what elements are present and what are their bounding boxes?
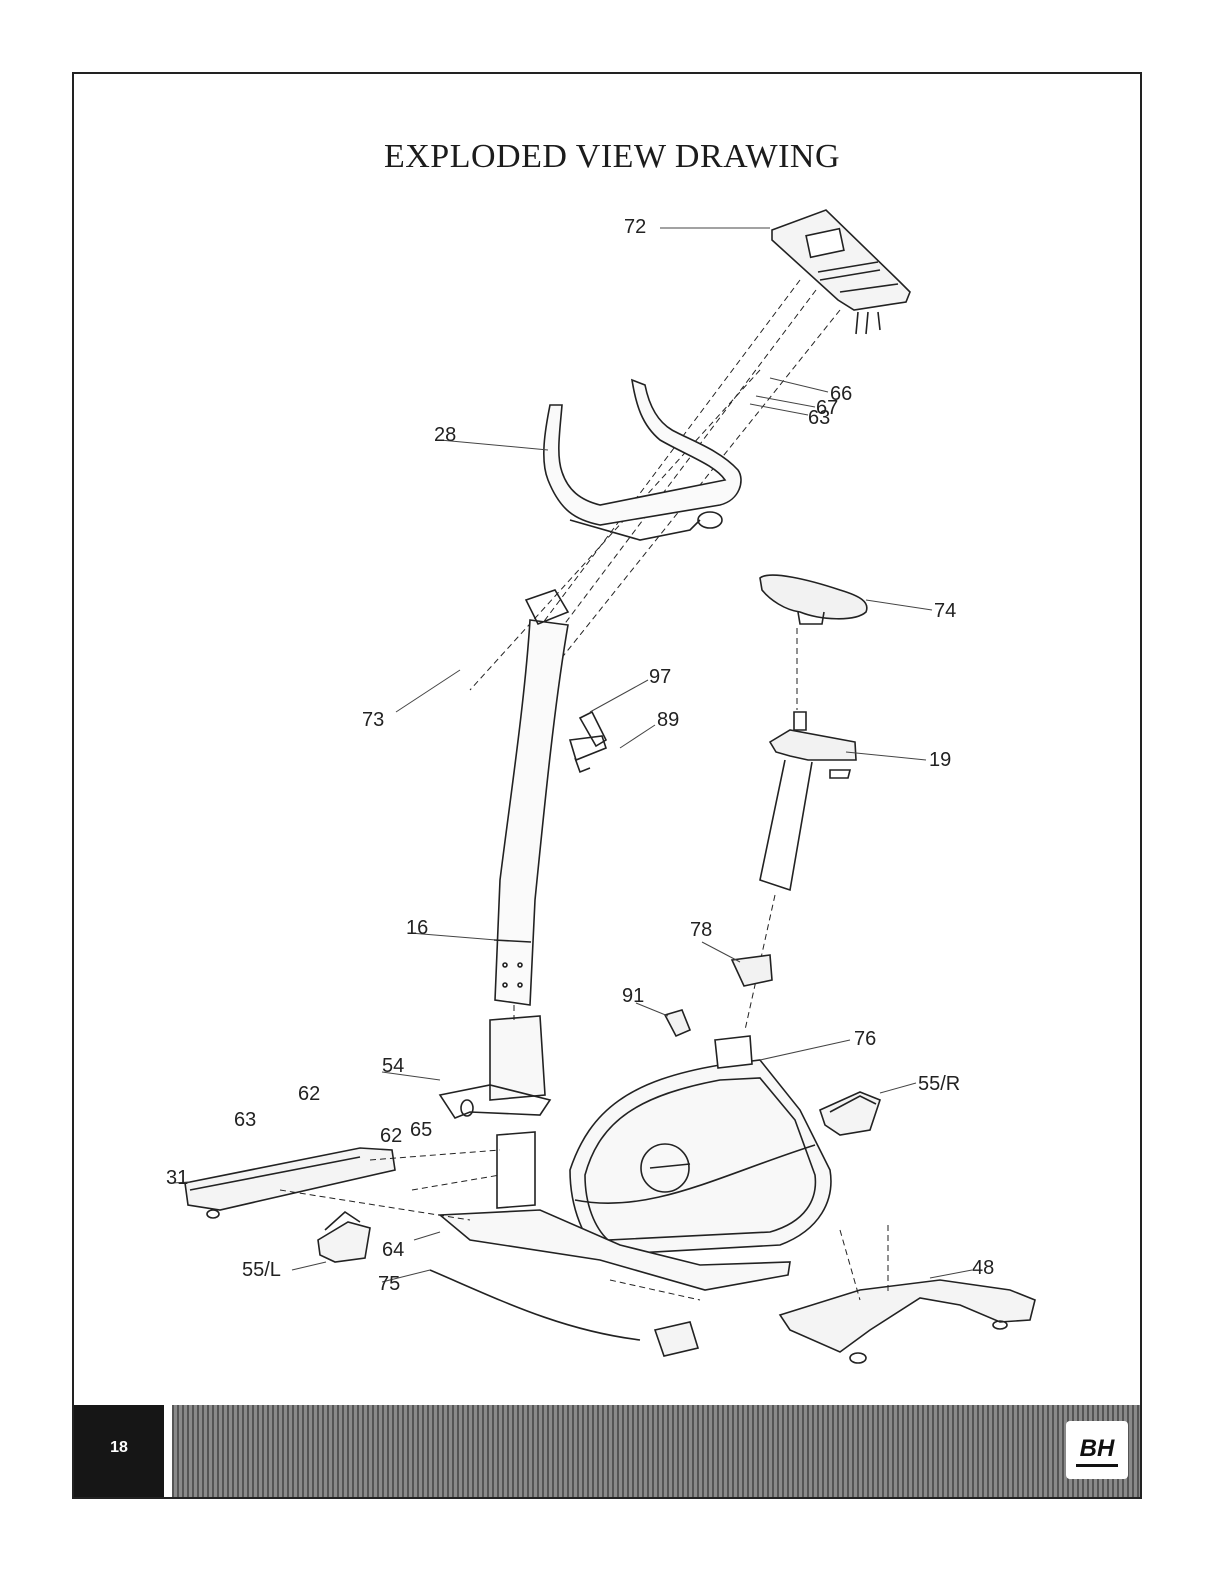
label-72: 72 [624, 216, 646, 238]
pedal-right [820, 1092, 880, 1135]
brand-logo-underline [1076, 1464, 1118, 1467]
page-number: 18 [74, 1439, 164, 1457]
bushing [732, 955, 772, 986]
bracket [570, 712, 606, 772]
label-97: 97 [649, 666, 671, 688]
main-frame [570, 1036, 831, 1255]
pedal-left [318, 1212, 370, 1262]
page-footer: 18 BH [74, 1405, 1140, 1497]
leader-48 [930, 1270, 972, 1278]
page-number-box: 18 [74, 1405, 164, 1497]
seat [760, 575, 867, 624]
label-63-bottom: 63 [234, 1109, 256, 1131]
leader-89 [620, 725, 655, 748]
label-62-left: 62 [298, 1083, 320, 1105]
label-55l: 55/L [242, 1259, 281, 1281]
label-78: 78 [690, 919, 712, 941]
label-76: 76 [854, 1028, 876, 1050]
label-16: 16 [406, 917, 428, 939]
brand-logo: BH [1066, 1421, 1128, 1479]
front-stabilizer [185, 1148, 395, 1218]
brand-logo-text: BH [1066, 1435, 1128, 1463]
leader-55l [292, 1262, 326, 1270]
label-63-top: 63 [808, 407, 830, 429]
console [772, 210, 910, 334]
label-62-mid: 62 [380, 1125, 402, 1147]
footer-band [172, 1405, 1140, 1497]
leader-55r [880, 1083, 916, 1093]
leader-76 [760, 1040, 850, 1060]
leader-74 [866, 600, 932, 610]
power-adapter [430, 1270, 698, 1356]
rear-stabilizer [780, 1280, 1035, 1363]
label-89: 89 [657, 709, 679, 731]
seat-post [760, 712, 856, 890]
upright-tube [494, 590, 568, 1005]
leader-97 [590, 680, 648, 712]
label-74: 74 [934, 600, 956, 622]
leader-66 [770, 378, 828, 392]
label-54: 54 [382, 1055, 404, 1077]
label-48: 48 [972, 1257, 994, 1279]
leader-63-top [750, 404, 808, 415]
label-75: 75 [378, 1273, 400, 1295]
label-91: 91 [622, 985, 644, 1007]
leader-73 [396, 670, 460, 712]
tension-knob [665, 1010, 690, 1036]
label-65: 65 [410, 1119, 432, 1141]
leader-78 [702, 942, 740, 962]
label-28: 28 [434, 424, 456, 446]
upright-stand [440, 1016, 550, 1208]
leader-64 [414, 1232, 440, 1240]
leader-19 [846, 752, 926, 760]
label-55r: 55/R [918, 1073, 960, 1095]
label-31: 31 [166, 1167, 188, 1189]
handlebar [544, 380, 741, 540]
label-19: 19 [929, 749, 951, 771]
label-64: 64 [382, 1239, 404, 1261]
leader-67 [756, 396, 815, 407]
label-73: 73 [362, 709, 384, 731]
